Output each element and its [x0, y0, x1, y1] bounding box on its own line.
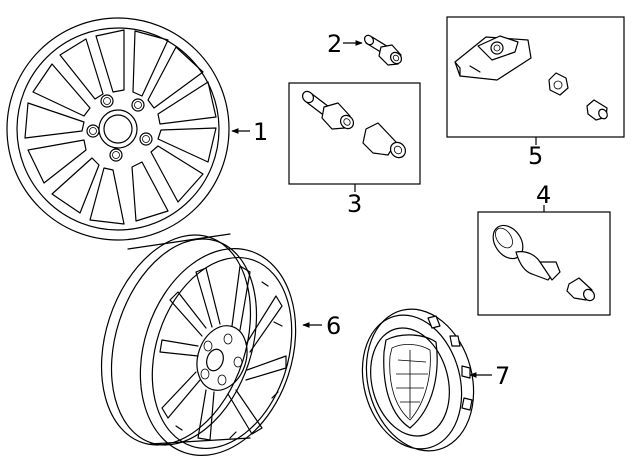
tpms-valve-box[interactable]	[477, 211, 611, 316]
callout-1: 1	[253, 118, 268, 146]
callout-6: 6	[326, 312, 341, 340]
valve-stem-part[interactable]	[363, 34, 404, 66]
callout-4: 4	[536, 181, 551, 209]
callout-5: 5	[528, 142, 543, 170]
callout-3: 3	[347, 190, 362, 218]
wheel-side-part[interactable]	[76, 216, 321, 471]
valve-kit-box[interactable]	[288, 82, 421, 185]
wheel-face-part[interactable]	[6, 17, 230, 241]
center-cap-part[interactable]	[348, 297, 489, 463]
callout-7: 7	[495, 362, 510, 390]
callout-2: 2	[327, 30, 342, 58]
tpms-sensor-box[interactable]	[446, 16, 625, 138]
